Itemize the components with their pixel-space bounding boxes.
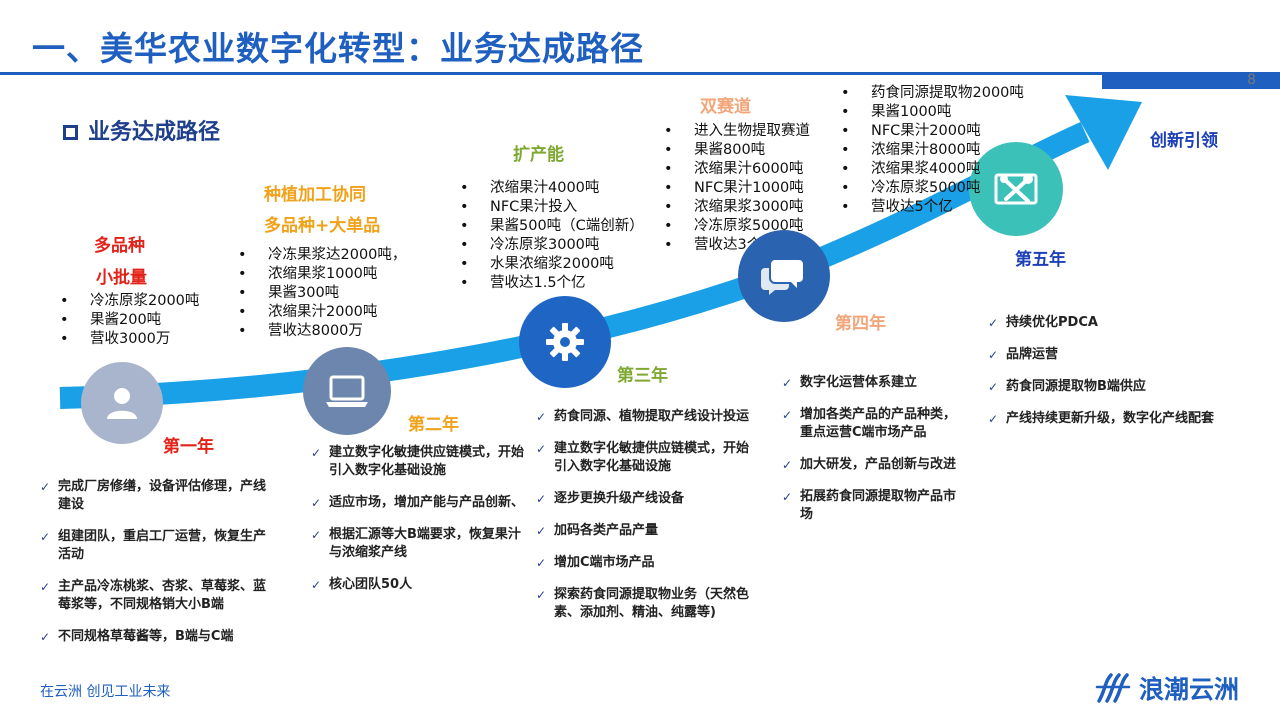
list-item: 持续优化PDCA (988, 314, 1258, 332)
year-4-actions: 数字化运营体系建立 增加各类产品的产品种类，重点运营C端市场产品 加大研发，产品… (782, 374, 962, 538)
list-item: 冷冻原浆3000吨 (460, 236, 644, 255)
list-item: 加大研发，产品创新与改进 (782, 456, 962, 474)
list-item: 药食同源提取物B端供应 (988, 378, 1258, 396)
stage-4-title: 双赛道 (700, 97, 751, 117)
section-heading-text: 业务达成路径 (88, 120, 221, 145)
list-item: 建立数字化敏捷供应链模式，开始引入数字化基础设施 (536, 440, 758, 476)
list-item: 营收达5个亿 (841, 198, 1024, 217)
section-heading: 业务达成路径 (63, 114, 220, 146)
list-item: 果酱1000吨 (841, 103, 1024, 122)
list-item: 品牌运营 (988, 346, 1258, 364)
arrow-label: 创新引领 (1150, 131, 1218, 151)
year-3-actions: 药食同源、植物提取产线设计投运 建立数字化敏捷供应链模式，开始引入数字化基础设施… (536, 408, 758, 636)
list-item: 浓缩果汁8000吨 (841, 141, 1024, 160)
stage-3-title: 扩产能 (513, 145, 564, 165)
year-5-actions: 持续优化PDCA 品牌运营 药食同源提取物B端供应 产线持续更新升级，数字化产线… (988, 314, 1258, 442)
stage-1-title-line2: 小批量 (96, 268, 147, 288)
list-item: 根据汇源等大B端要求，恢复果汁与浓缩浆产线 (311, 526, 526, 562)
list-item: 数字化运营体系建立 (782, 374, 962, 392)
list-item: 拓展药食同源提取物产品市场 (782, 488, 962, 524)
list-item: 增加C端市场产品 (536, 554, 758, 572)
list-item: 核心团队50人 (311, 576, 526, 594)
chat-icon (738, 230, 830, 322)
list-item: 组建团队，重启工厂运营，恢复生产活动 (40, 528, 275, 564)
list-item: 适应市场，增加产能与产品创新、 (311, 494, 526, 512)
laptop-icon (303, 347, 391, 435)
list-item: 药食同源、植物提取产线设计投运 (536, 408, 758, 426)
list-item: 果酱500吨（C端创新） (460, 217, 644, 236)
year-2-actions: 建立数字化敏捷供应链模式，开始引入数字化基础设施 适应市场，增加产能与产品创新、… (311, 444, 526, 608)
list-item: 探索药食同源提取物业务（天然色素、添加剂、精油、纯露等) (536, 586, 758, 622)
list-item: 营收3000万 (60, 330, 199, 349)
year-1-actions: 完成厂房修缮，设备评估修理，产线建设 组建团队，重启工厂运营，恢复生产活动 主产… (40, 478, 275, 660)
brand-mark-icon (1095, 673, 1131, 703)
list-item: 进入生物提取赛道 (664, 122, 810, 141)
list-item: 浓缩果浆4000吨 (841, 160, 1024, 179)
list-item: 产线持续更新升级，数字化产线配套 (988, 410, 1258, 428)
gear-icon (519, 296, 611, 388)
stage-2-title-line1: 种植加工协同 (264, 185, 366, 205)
list-item: NFC果汁1000吨 (664, 179, 810, 198)
list-item: 果酱300吨 (238, 284, 406, 303)
list-item: 浓缩果汁4000吨 (460, 179, 644, 198)
list-item: 冷冻原浆2000吨 (60, 292, 199, 311)
list-item: 果酱200吨 (60, 311, 199, 330)
list-item: 浓缩果汁2000吨 (238, 303, 406, 322)
page-number: 8 (1247, 72, 1256, 88)
year-3-label: 第三年 (617, 366, 668, 386)
list-item: 增加各类产品的产品种类，重点运营C端市场产品 (782, 406, 962, 442)
list-item: 冷冻原浆5000吨 (841, 179, 1024, 198)
brand-logo: 浪潮云洲 (1095, 670, 1239, 706)
user-icon (81, 362, 163, 444)
list-item: 完成厂房修缮，设备评估修理，产线建设 (40, 478, 275, 514)
list-item: 加码各类产品产量 (536, 522, 758, 540)
list-item: 果酱800吨 (664, 141, 810, 160)
page-title: 一、美华农业数字化转型：业务达成路径 (32, 29, 644, 68)
stage-2-targets: 冷冻果浆达2000吨， 浓缩果浆1000吨 果酱300吨 浓缩果汁2000吨 营… (238, 246, 406, 341)
list-item: 建立数字化敏捷供应链模式，开始引入数字化基础设施 (311, 444, 526, 480)
list-item: 水果浓缩浆2000吨 (460, 255, 644, 274)
list-item: 逐步更换升级产线设备 (536, 490, 758, 508)
list-item: 浓缩果汁6000吨 (664, 160, 810, 179)
list-item: 营收达8000万 (238, 322, 406, 341)
stage-2-title-line2: 多品种+大单品 (264, 216, 381, 236)
brand-name: 浪潮云洲 (1139, 675, 1240, 704)
title-accent-bar (1102, 75, 1280, 89)
title-divider (0, 72, 1280, 75)
list-item: 冷冻果浆达2000吨， (238, 246, 406, 265)
list-item: 药食同源提取物2000吨 (841, 84, 1024, 103)
year-2-label: 第二年 (408, 415, 459, 435)
stage-1-targets: 冷冻原浆2000吨 果酱200吨 营收3000万 (60, 292, 199, 349)
year-1-label: 第一年 (163, 437, 214, 457)
year-5-label: 第五年 (1015, 250, 1066, 270)
stage-1-title-line1: 多品种 (94, 236, 145, 256)
list-item: 不同规格草莓酱等，B端与C端 (40, 628, 275, 646)
square-bullet-icon (63, 125, 78, 140)
list-item: 主产品冷冻桃浆、杏浆、草莓浆、蓝莓浆等，不同规格销大小B端 (40, 578, 275, 614)
footer-slogan: 在云洲 创见工业未来 (40, 684, 171, 700)
stage-3-targets: 浓缩果汁4000吨 NFC果汁投入 果酱500吨（C端创新） 冷冻原浆3000吨… (460, 179, 644, 293)
list-item: 浓缩果浆3000吨 (664, 198, 810, 217)
list-item: NFC果汁投入 (460, 198, 644, 217)
list-item: 浓缩果浆1000吨 (238, 265, 406, 284)
stage-5-targets: 药食同源提取物2000吨 果酱1000吨 NFC果汁2000吨 浓缩果汁8000… (841, 84, 1024, 217)
list-item: 营收达1.5个亿 (460, 274, 644, 293)
list-item: NFC果汁2000吨 (841, 122, 1024, 141)
year-4-label: 第四年 (835, 314, 886, 334)
